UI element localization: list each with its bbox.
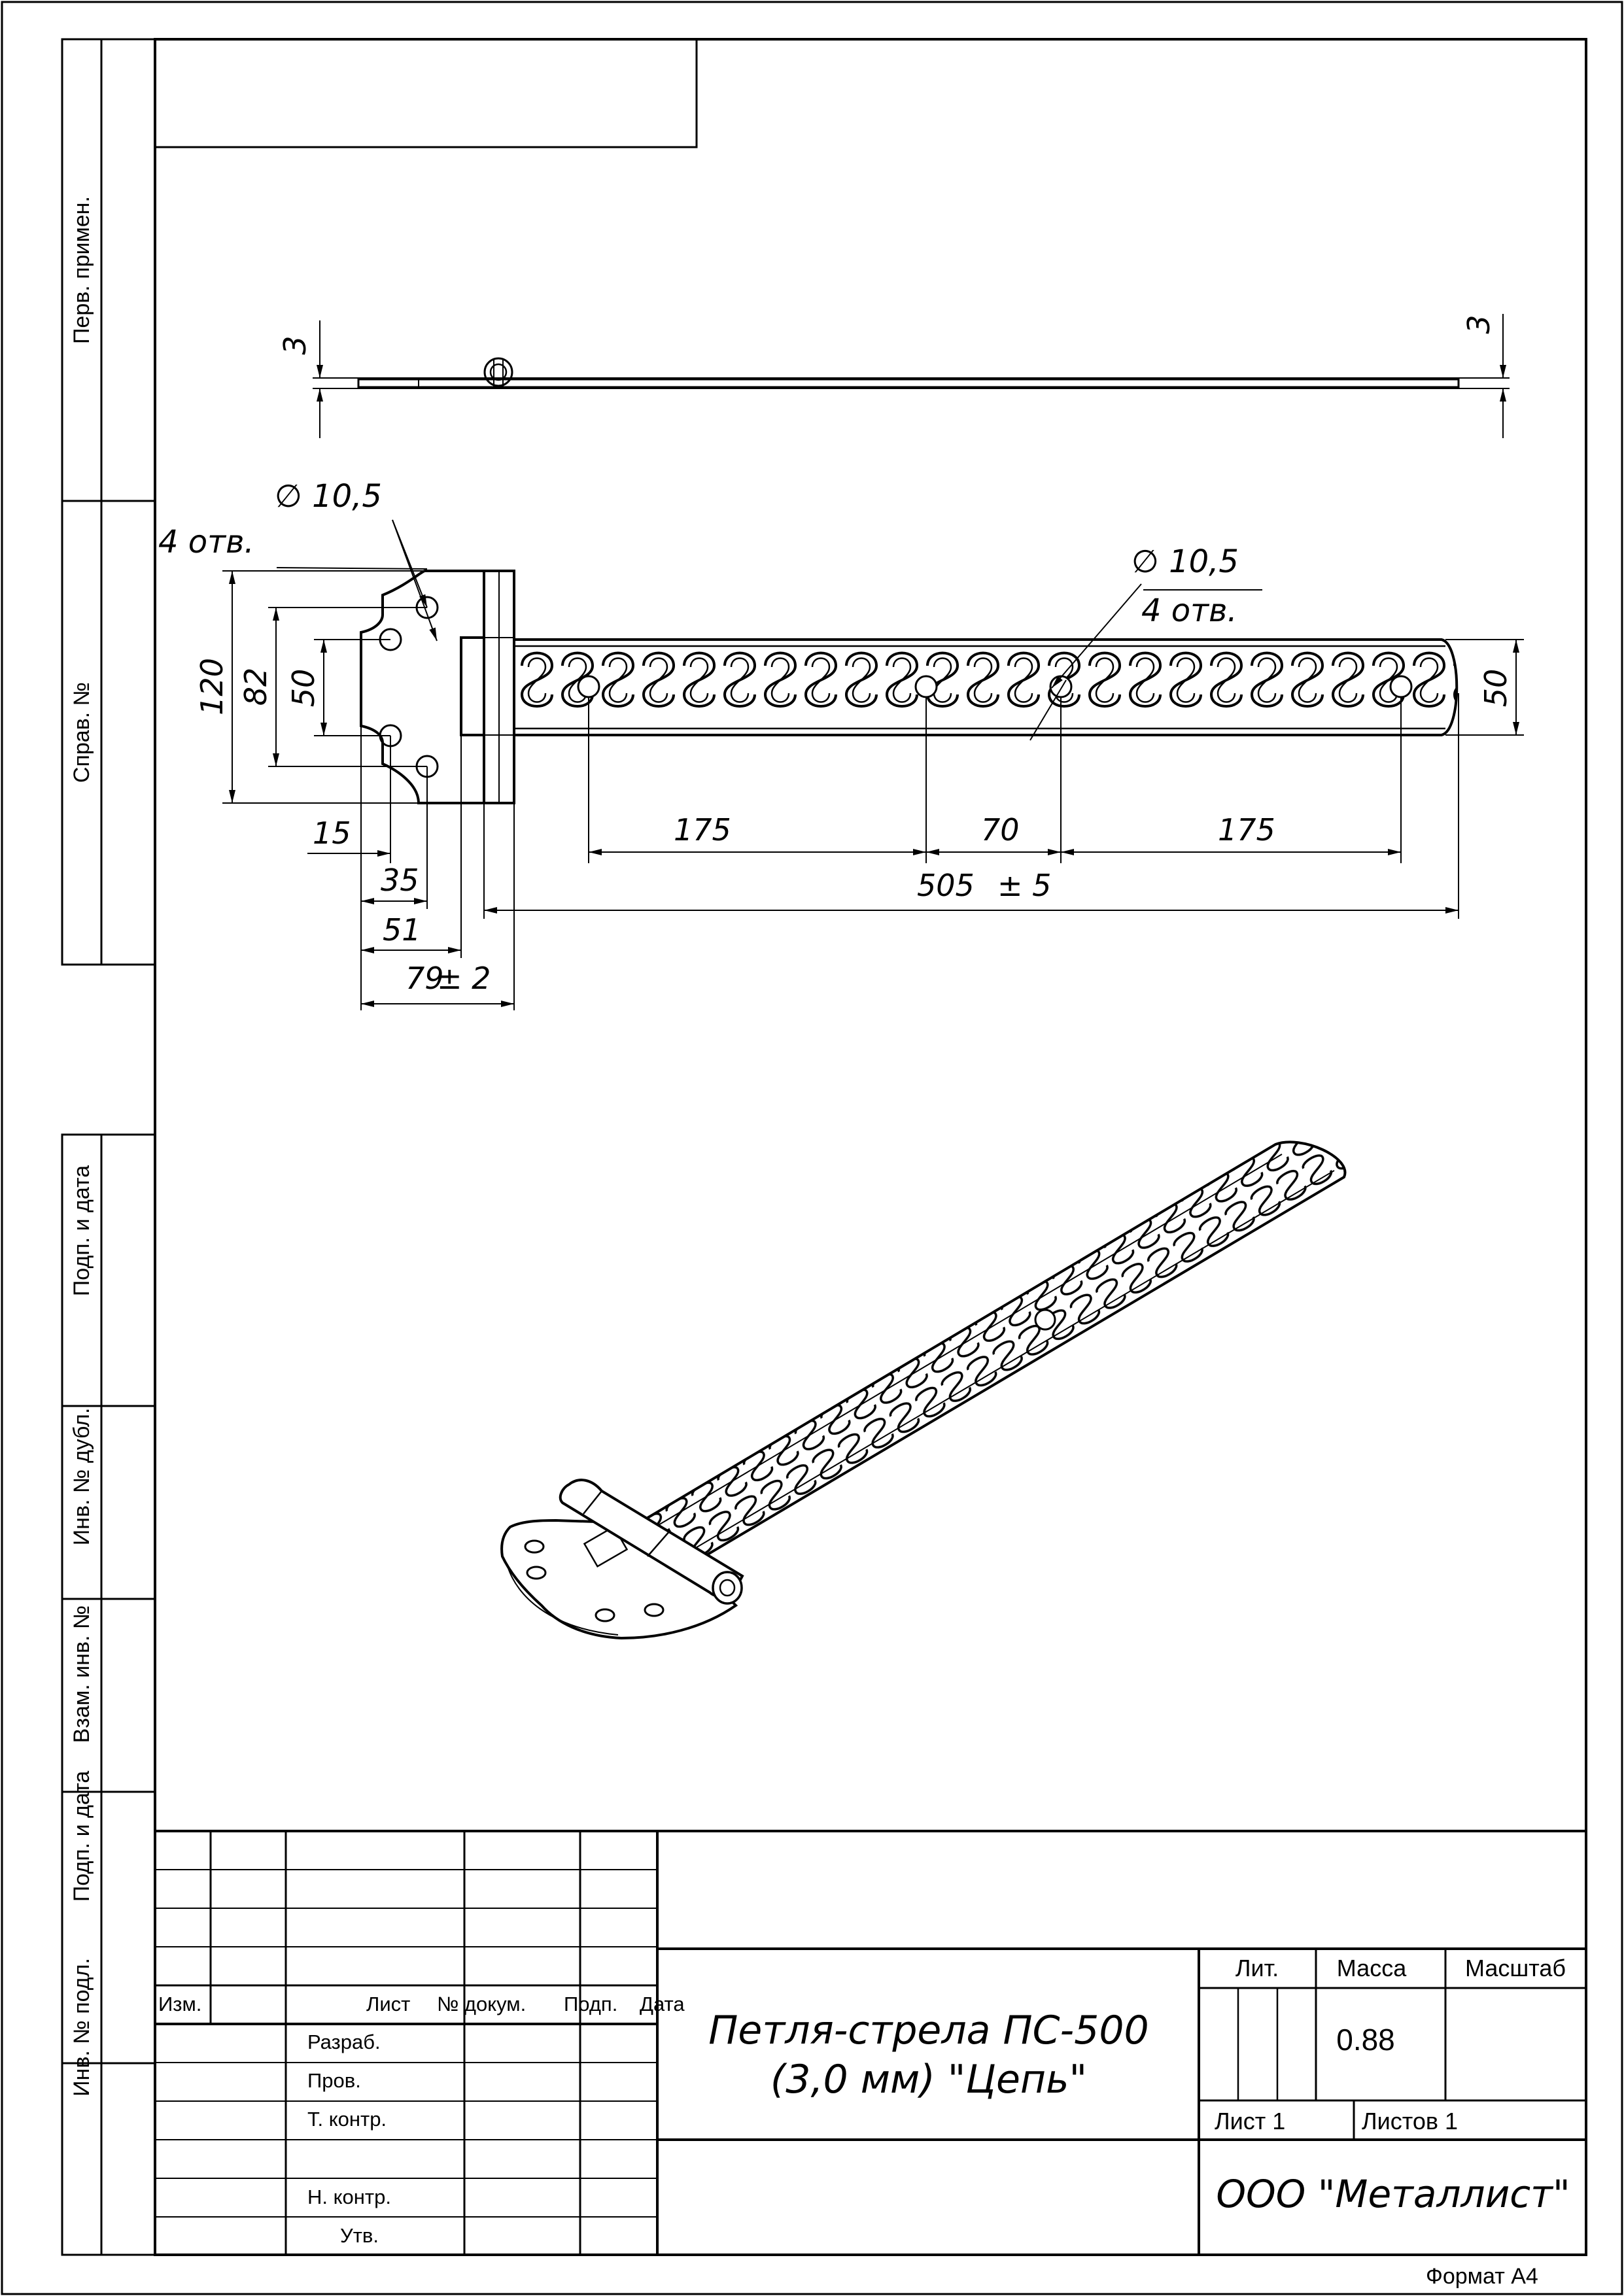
dim-70: 70	[981, 812, 1020, 848]
title-block	[155, 1830, 1586, 2255]
dim-thickness-left: 3	[277, 335, 313, 354]
dim-15: 15	[313, 815, 351, 851]
dim-35: 35	[381, 863, 419, 898]
dim-175-right: 175	[1218, 812, 1275, 848]
tb-podp: Подп.	[564, 1993, 617, 2015]
strap-bracket	[460, 636, 485, 736]
label-left-hole-count: 4 отв.	[158, 524, 254, 560]
hinge-leaf-plate	[360, 570, 485, 804]
hinge-strap	[513, 638, 1459, 736]
margin-label-podp-data-top: Подп. и дата	[69, 1165, 94, 1296]
margin-label-inv-dubl: Инв. № дубл.	[69, 1408, 94, 1546]
margin-label-vzam-inv: Взам. инв. №	[69, 1605, 94, 1743]
tb-list: Лист	[366, 1993, 410, 2015]
sheet-format: Формат А4	[1426, 2264, 1538, 2289]
label-right-hole-diameter: ∅ 10,5	[1132, 543, 1239, 580]
label-right-hole-count: 4 отв.	[1141, 592, 1237, 629]
tb-t-kontr: Т. контр.	[307, 2108, 387, 2131]
iso-strap	[635, 1140, 1347, 1565]
tb-name-line2: (3,0 мм) "Цепь"	[770, 2057, 1087, 2102]
inner-frame	[154, 38, 1587, 2256]
isometric-view	[500, 1140, 1347, 1640]
dim-505-tolerance: ± 5	[997, 868, 1051, 903]
tb-data: Дата	[640, 1993, 685, 2015]
dim-50-left: 50	[286, 669, 321, 708]
margin-label-inv-podl: Инв. № подл.	[69, 1958, 94, 2097]
dim-82: 82	[238, 668, 273, 706]
tb-razrab: Разраб.	[307, 2030, 381, 2053]
margin-label-sprav-no: Справ. №	[69, 682, 94, 783]
dim-79: 79	[406, 961, 444, 996]
tb-sheets-total: Листов 1	[1362, 2108, 1458, 2134]
dim-50-right: 50	[1478, 669, 1513, 708]
tb-name-line1: Петля-стрела ПС-500	[708, 2008, 1149, 2053]
dim-thickness-right: 3	[1461, 315, 1496, 334]
dim-505: 505	[917, 868, 975, 903]
front-view	[360, 570, 1459, 804]
tb-masshtab: Масштаб	[1465, 1955, 1566, 1981]
tb-no-dokum: № докум.	[437, 1993, 526, 2015]
label-left-hole-diameter: ∅ 10,5	[275, 478, 382, 515]
tb-lit: Лит.	[1235, 1955, 1279, 1981]
tb-izm: Изм.	[158, 1993, 201, 2015]
tb-prov: Пров.	[307, 2069, 361, 2092]
dim-175-left: 175	[674, 812, 731, 848]
dim-79-tolerance: ± 2	[437, 961, 491, 996]
tb-utv: Утв.	[340, 2224, 379, 2247]
dim-120: 120	[194, 658, 230, 715]
tb-massa: Масса	[1337, 1955, 1407, 1981]
tb-company: ООО "Металлист"	[1216, 2172, 1570, 2216]
top-left-box	[154, 38, 698, 148]
dim-51: 51	[383, 912, 421, 948]
margin-label-podp-data-bottom: Подп. и дата	[69, 1771, 94, 1902]
front-dimensions	[222, 519, 1524, 1010]
margin-label-perv-primen: Перв. примен.	[69, 196, 94, 344]
side-view	[313, 314, 1510, 438]
tb-n-kontr: Н. контр.	[307, 2185, 391, 2208]
side-margin	[61, 38, 156, 2256]
tb-massa-value: 0.88	[1336, 2023, 1395, 2057]
tb-sheet: Лист 1	[1215, 2108, 1285, 2134]
